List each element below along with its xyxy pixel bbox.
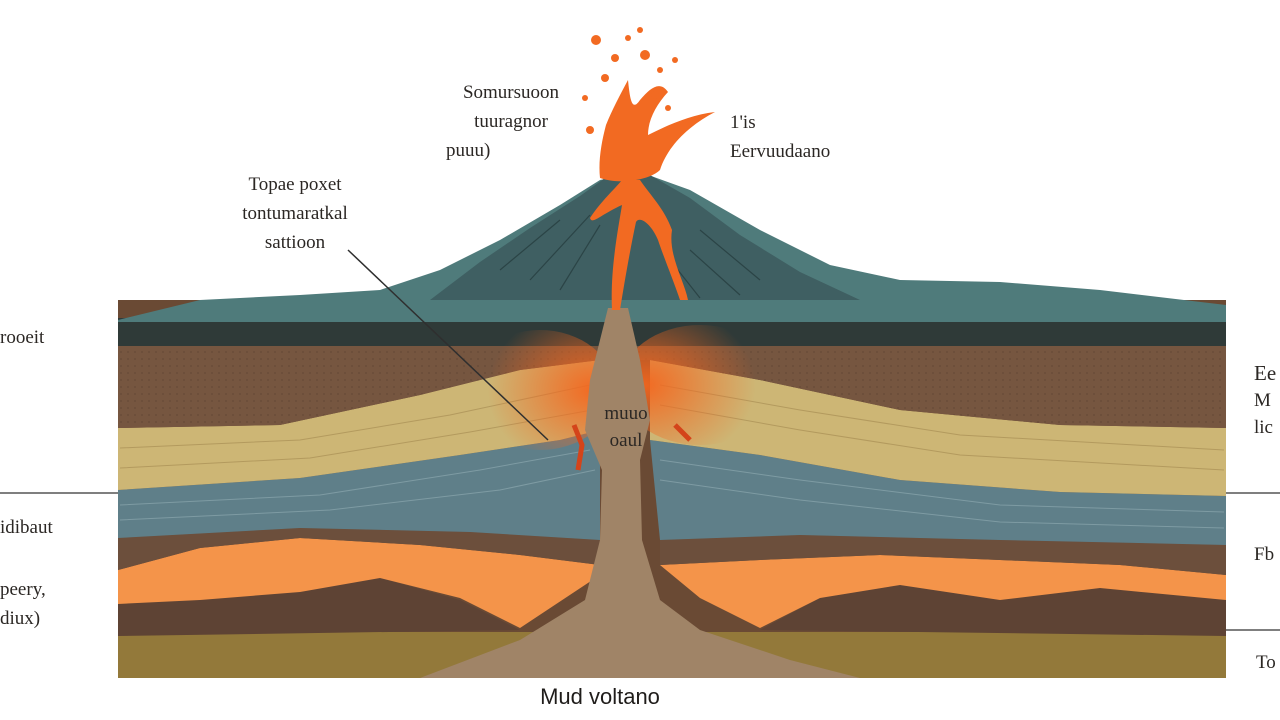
label-upper-left: Topae poxet tontumaratkal sattioon xyxy=(222,170,368,257)
eruption-plume xyxy=(599,80,715,182)
dark-mound-layer xyxy=(118,578,1226,636)
lava-flow-main xyxy=(590,180,688,310)
label-right-lower: To xyxy=(1256,648,1276,677)
label-right-upper-line1: Ee xyxy=(1254,361,1277,385)
heat-glow-left xyxy=(465,330,615,450)
magma-streak-left xyxy=(571,424,585,471)
label-top-right-line1: 1'is xyxy=(730,112,756,133)
label-right-upper-line2: M xyxy=(1254,390,1271,411)
label-right-middle-line1: Fb xyxy=(1254,544,1275,565)
label-upper-left-line1: Topae poxet xyxy=(248,174,342,195)
label-left-lower-line2: diux) xyxy=(0,608,41,629)
label-upper-left-line3: sattioon xyxy=(264,232,326,253)
label-left-upper-line1: rooeit xyxy=(0,327,45,348)
label-left-lower: peery, diux) xyxy=(0,575,46,633)
slate-strata xyxy=(119,449,1225,529)
orange-layer-right xyxy=(660,555,1226,628)
label-top-center-line1: Somursuoon xyxy=(462,82,560,103)
leader-line xyxy=(347,249,549,441)
label-right-upper-line3: lic xyxy=(1254,417,1273,438)
magma-streak-right xyxy=(673,423,692,442)
lava-spatter xyxy=(582,27,678,134)
label-top-center: Somursuoon tuuragnor puuu) xyxy=(446,78,576,165)
label-top-center-line2: tuuragnor xyxy=(474,111,548,132)
label-left-middle-line1: idibaut xyxy=(0,517,53,538)
label-top-right: 1'is Eervuudaano xyxy=(730,108,830,166)
label-left-middle: idibaut xyxy=(0,513,53,542)
orange-layer-left xyxy=(118,538,600,628)
label-top-center-line3: puuu) xyxy=(446,140,491,161)
diagram-caption: Mud voltano xyxy=(540,684,660,709)
brown-band-lower xyxy=(118,528,1226,575)
heat-glow-right xyxy=(620,325,780,445)
label-left-upper: rooeit xyxy=(0,323,44,352)
label-left-lower-line1: peery, xyxy=(0,579,46,600)
label-upper-left-line2: tontumaratkal xyxy=(242,203,348,224)
volcano-cone xyxy=(430,175,860,300)
label-right-upper: Ee M lic xyxy=(1254,360,1276,441)
label-chamber-line1: muuo xyxy=(604,403,648,424)
label-right-middle: Fb xyxy=(1254,540,1274,569)
label-top-right-line2: Eervuudaano xyxy=(730,141,831,162)
label-chamber: muuo oaul xyxy=(576,400,676,454)
label-right-lower-line1: To xyxy=(1256,652,1276,673)
label-chamber-line2: oaul xyxy=(609,430,643,451)
conduit xyxy=(420,308,860,678)
